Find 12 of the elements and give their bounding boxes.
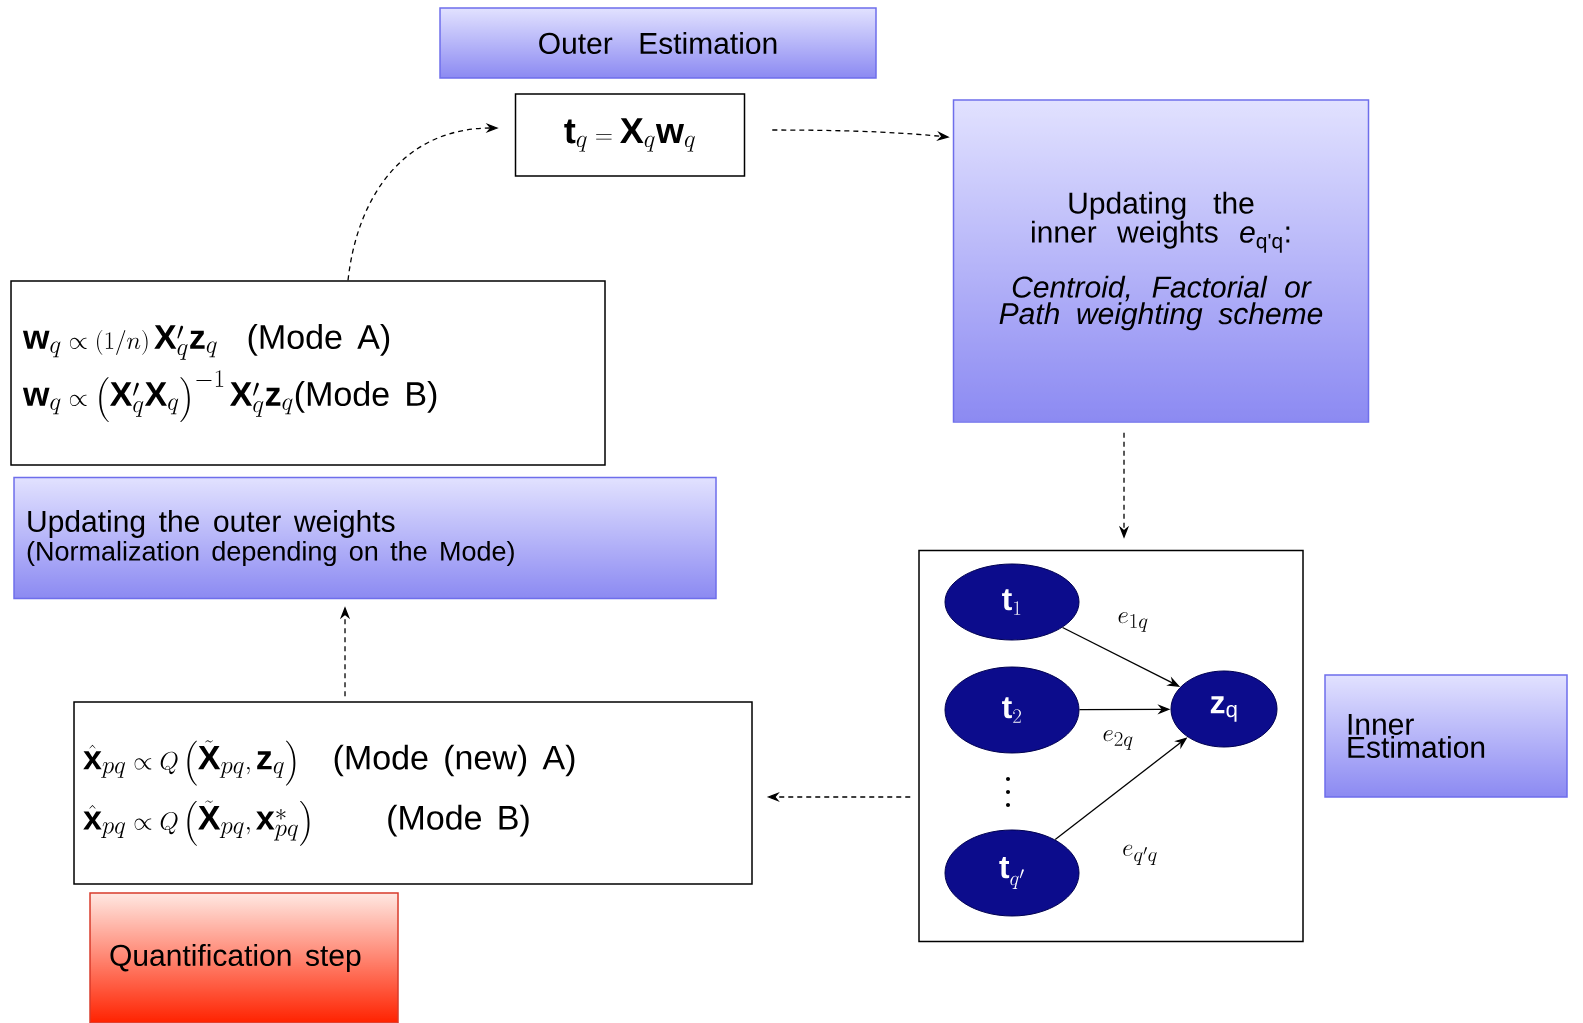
formula-box: $\hat{\mathbf{x}}_{pq} \propto Q\left(\tilde{\mathbf{X}}_{pq},\mathbf{z}_q\right)\ \ \text{(Mode (new) A)}$ $\hat{\mathbf{x}}_{pq} \propto Q\left(\tilde{\mathbf{X}}_{pq},\mathbf{x}^{*}_{pq}\right)\qquad\text{(Mode B)}$ [73,701,753,885]
process-box: Updating the inner weights e$_{q'q}$: Centroid, Factorial or Path weighting scheme [952,99,1370,423]
edge-label: $e_{1q}$ [1116,611,1150,633]
heading-box: Inner Estimation [1324,674,1568,798]
formula-box: $\mathbf{w}_q \propto (1/n)\,\mathbf{X}'_q\mathbf{z}_q\ \ \text{(Mode A)}$ $\mathbf{w}_q \propto \left(\mathbf{X}'_q\mathbf{X}_q\right)^{-1}\mathbf{X}'_q\mathbf{z}_q\text{(Mode B)}$ [10,280,606,466]
formula-box: $\mathbf{t}_q=\mathbf{X}_q\mathbf{w}_q$ [514,93,746,177]
process-box: Updating the outer weights (Normalization depending on the Mode) [13,476,717,600]
heading-box: Outer Estimation [439,7,877,79]
edge-label: $e_{q'q}$ [1121,843,1159,867]
step-box: Quantification step [89,892,399,1023]
edge-label: $e_{2q}$ [1101,729,1135,751]
model-box [918,549,1304,943]
